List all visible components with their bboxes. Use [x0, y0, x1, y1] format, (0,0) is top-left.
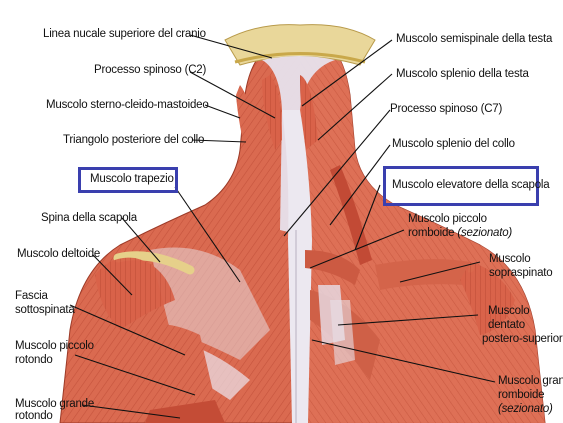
label-muscolo-deltoide: Muscolo deltoide	[17, 248, 100, 261]
label-grande-romboide-line1: Muscolo grand	[498, 375, 563, 388]
label-fascia-line1: Fascia	[15, 290, 48, 303]
label-grande-romboide-line2: romboide	[498, 389, 544, 402]
label-processo-spinoso-c7: Processo spinoso (C7)	[390, 103, 502, 116]
label-piccolo-rotondo-line2: rotondo	[15, 354, 53, 367]
label-dentato-line2: dentato	[488, 319, 525, 332]
label-piccolo-romboide-line2: romboide (sezionato)	[408, 227, 512, 240]
label-sopraspinato-line2: sopraspinato	[489, 267, 552, 280]
label-linea-nucale: Linea nucale superiore del cranio	[43, 28, 206, 41]
label-triangolo-posteriore: Triangolo posteriore del collo	[63, 134, 204, 147]
label-muscolo-trapezio: Muscolo trapezio	[90, 173, 174, 186]
label-grande-romboide-line3: (sezionato)	[498, 403, 553, 416]
label-fascia-line2: sottospinata	[15, 304, 75, 317]
label-piccolo-rotondo-line1: Muscolo piccolo	[15, 340, 94, 353]
label-dentato-line3: postero-superiore	[482, 333, 563, 346]
label-splenio-collo: Muscolo splenio del collo	[392, 138, 515, 151]
label-elevatore-scapola: Muscolo elevatore della scapola	[392, 179, 549, 192]
label-sopraspinato-line1: Muscolo	[489, 253, 530, 266]
label-semispinale: Muscolo semispinale della testa	[396, 33, 552, 46]
label-sterno-cleido-mastoideo: Muscolo sterno-cleido-mastoideo	[46, 99, 209, 112]
label-grande-rotondo-line2: rotondo	[15, 410, 53, 423]
label-spina-scapola: Spina della scapola	[41, 212, 137, 225]
label-processo-spinoso-c2: Processo spinoso (C2)	[94, 64, 206, 77]
label-dentato-line1: Muscolo	[488, 305, 529, 318]
label-splenio-testa: Muscolo splenio della testa	[396, 68, 529, 81]
label-piccolo-romboide-line1: Muscolo piccolo	[408, 213, 487, 226]
